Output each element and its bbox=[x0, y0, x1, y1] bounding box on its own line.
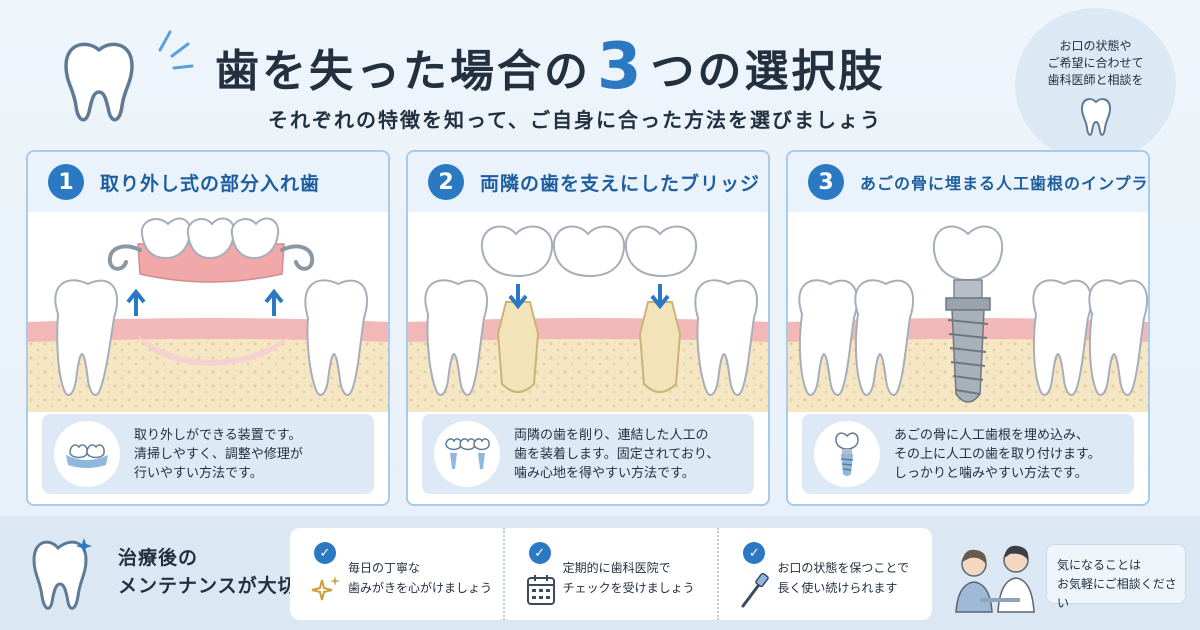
consult-line: 気になることは bbox=[1057, 558, 1142, 572]
consult-line: お気軽にご相談ください bbox=[1057, 577, 1177, 610]
tip-line: お口の状態を保つことで bbox=[777, 561, 909, 575]
maintenance-title: 治療後の メンテナンスが大切 bbox=[118, 544, 298, 600]
toothbrush-icon bbox=[741, 572, 770, 608]
partial-denture-icon bbox=[54, 421, 120, 487]
description-line: 両隣の歯を削り、連結した人工の bbox=[514, 427, 709, 443]
maintenance-section: 治療後の メンテナンスが大切 ✓ 毎日の丁寧な 歯みがきを心がけましょう ✓ bbox=[0, 516, 1200, 630]
tooth-icon bbox=[32, 538, 92, 610]
implant-icon bbox=[814, 421, 880, 487]
consult-message: 気になることは お気軽にご相談ください bbox=[1046, 544, 1186, 610]
tip-item: ✓ お口の状態を保つことで 長く使い続けられます bbox=[719, 528, 932, 620]
consult-bubble: お口の状態や ご希望に合わせて 歯科医師と相談を bbox=[1013, 6, 1178, 164]
tip-line: 長く使い続けられます bbox=[777, 581, 898, 595]
tooth-icon bbox=[1080, 98, 1111, 136]
page-subtitle: それぞれの特徴を知って、ご自身に合った方法を選びましょう bbox=[268, 108, 882, 132]
bridge-illustration bbox=[408, 225, 768, 412]
description-text: 両隣の歯を削り、連結した人工の 歯を装着します。固定されており、 噛み心地を得や… bbox=[514, 426, 719, 483]
header: 歯を失った場合の 3 つの選択肢 それぞれの特徴を知って、ご自身に合った方法を選… bbox=[0, 0, 1200, 145]
check-icon: ✓ bbox=[528, 542, 551, 564]
title-pre: 歯を失った場合の bbox=[215, 46, 591, 97]
tip-item: ✓ 定期的に歯科医院で チェックを受けましょう bbox=[505, 528, 720, 620]
bubble-line: ご希望に合わせて bbox=[1047, 56, 1144, 70]
shine-lines-icon bbox=[158, 30, 194, 70]
partial-denture-illustration bbox=[28, 217, 388, 412]
tip-text: お口の状態を保つことで 長く使い続けられます bbox=[777, 558, 909, 598]
description-box: あごの骨に人工歯根を埋め込み、 その上に人工の歯を取り付けます。 しっかりと噛み… bbox=[802, 414, 1134, 494]
check-icon: ✓ bbox=[314, 542, 336, 564]
implant-illustration bbox=[788, 225, 1148, 412]
tooth-icon bbox=[64, 42, 134, 122]
panel-number: 2 bbox=[428, 164, 464, 200]
description-line: 行いやすい方法です。 bbox=[134, 465, 263, 481]
description-line: 噛み心地を得やすい方法です。 bbox=[514, 465, 695, 481]
tip-item: ✓ 毎日の丁寧な 歯みがきを心がけましょう bbox=[290, 528, 505, 620]
title-number: 3 bbox=[597, 30, 645, 104]
panel-header: 3 あごの骨に埋まる人工歯根のインプラント bbox=[788, 152, 1148, 212]
check-icon: ✓ bbox=[743, 542, 766, 564]
description-line: 清掃しやすく、調整や修理が bbox=[134, 446, 303, 462]
description-box: 取り外しができる装置です。 清掃しやすく、調整や修理が 行いやすい方法です。 bbox=[42, 414, 374, 494]
option-panel-denture: 1 取り外し式の部分入れ歯 取り外しができる装置です。 清掃し bbox=[26, 150, 390, 506]
bridge-icon bbox=[434, 421, 500, 487]
tip-line: 毎日の丁寧な bbox=[348, 561, 421, 575]
description-text: あごの骨に人工歯根を埋め込み、 その上に人工の歯を取り付けます。 しっかりと噛み… bbox=[894, 426, 1101, 483]
panel-number: 1 bbox=[48, 164, 84, 200]
option-panel-implant: 3 あごの骨に埋まる人工歯根のインプラント bbox=[786, 150, 1150, 506]
sparkle-icon bbox=[311, 576, 340, 601]
bubble-line: お口の状態や bbox=[1059, 39, 1132, 53]
option-panel-bridge: 2 両隣の歯を支えにしたブリッジ 両隣の歯を削り、連結した人工の bbox=[406, 150, 770, 506]
description-line: あごの骨に人工歯根を埋め込み、 bbox=[894, 427, 1090, 443]
description-line: 歯を装着します。固定されており、 bbox=[514, 446, 720, 462]
panel-title: 取り外し式の部分入れ歯 bbox=[100, 172, 321, 195]
panel-title: あごの骨に埋まる人工歯根のインプラント bbox=[860, 174, 1149, 193]
title-post: つの選択肢 bbox=[650, 46, 886, 97]
panel-header: 1 取り外し式の部分入れ歯 bbox=[28, 152, 388, 212]
tip-line: チェックを受けましょう bbox=[562, 581, 695, 595]
description-line: しっかりと噛みやすい方法です。 bbox=[894, 465, 1088, 481]
panel-header: 2 両隣の歯を支えにしたブリッジ bbox=[408, 152, 768, 212]
maintenance-tips: ✓ 毎日の丁寧な 歯みがきを心がけましょう ✓ bbox=[290, 528, 932, 620]
tip-text: 毎日の丁寧な 歯みがきを心がけましょう bbox=[348, 558, 492, 598]
maintenance-title-line: 治療後の bbox=[118, 547, 199, 569]
description-box: 両隣の歯を削り、連結した人工の 歯を装着します。固定されており、 噛み心地を得や… bbox=[422, 414, 754, 494]
description-line: 取り外しができる装置です。 bbox=[134, 427, 302, 443]
description-text: 取り外しができる装置です。 清掃しやすく、調整や修理が 行いやすい方法です。 bbox=[134, 426, 303, 483]
bubble-line: 歯科医師と相談を bbox=[1047, 73, 1144, 87]
panel-title: 両隣の歯を支えにしたブリッジ bbox=[480, 172, 761, 195]
tip-text: 定期的に歯科医院で チェックを受けましょう bbox=[563, 558, 695, 598]
description-line: その上に人工の歯を取り付けます。 bbox=[894, 446, 1101, 462]
tip-line: 歯みがきを心がけましょう bbox=[348, 581, 493, 595]
calendar-icon bbox=[526, 575, 555, 605]
tip-line: 定期的に歯科医院で bbox=[562, 561, 671, 575]
page-title: 歯を失った場合の 3 つの選択肢 bbox=[215, 30, 995, 104]
dentist-consultation-illustration bbox=[955, 545, 1035, 613]
panel-number: 3 bbox=[808, 164, 844, 200]
maintenance-title-line: メンテナンスが大切 bbox=[118, 575, 298, 597]
